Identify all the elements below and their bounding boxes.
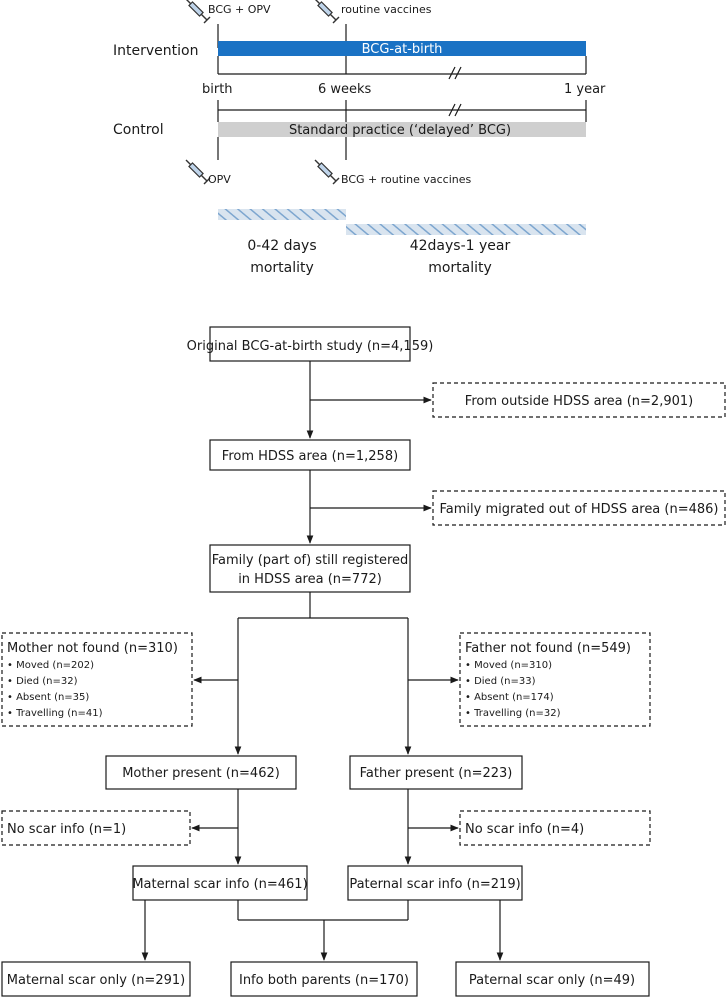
box-no-scar-mother bbox=[1, 810, 191, 846]
maternal-only-text: Maternal scar only (n=291) bbox=[7, 973, 185, 988]
box-mother-not-found bbox=[1, 632, 193, 727]
mother-not-found-item: • Travelling (n=41) bbox=[7, 708, 103, 719]
father-not-found-item: • Died (n=33) bbox=[465, 676, 536, 687]
father-not-found-item: • Absent (n=174) bbox=[465, 692, 554, 703]
syringe-icon bbox=[314, 159, 340, 185]
vaccines-bottom-left: OPV bbox=[208, 173, 231, 186]
box-outside-hdss bbox=[432, 382, 726, 418]
from-hdss-text: From HDSS area (n=1,258) bbox=[222, 449, 398, 464]
both-parents-text: Info both parents (n=170) bbox=[239, 973, 409, 988]
period-0-42-bar bbox=[218, 209, 346, 220]
mother-present-text: Mother present (n=462) bbox=[122, 766, 280, 781]
outside-hdss-text: From outside HDSS area (n=2,901) bbox=[465, 394, 693, 409]
control-bar-label: Standard practice (‘delayed’ BCG) bbox=[289, 123, 511, 138]
registered-line2: in HDSS area (n=772) bbox=[238, 572, 382, 587]
control-label: Control bbox=[113, 122, 164, 138]
period2-line1: 42days-1 year bbox=[410, 238, 511, 254]
timeline-section: BCG + OPV routine vaccines Intervention … bbox=[113, 0, 606, 276]
father-not-found-title: Father not found (n=549) bbox=[465, 641, 631, 656]
original-text: Original BCG-at-birth study (n=4,159) bbox=[187, 339, 434, 354]
paternal-scar-text: Paternal scar info (n=219) bbox=[349, 877, 520, 892]
vaccines-bottom-right: BCG + routine vaccines bbox=[341, 173, 471, 186]
flowchart-section bbox=[1, 326, 726, 997]
mother-not-found-item: • Absent (n=35) bbox=[7, 692, 89, 703]
father-present-text: Father present (n=223) bbox=[360, 766, 513, 781]
mother-not-found-item: • Moved (n=202) bbox=[7, 660, 94, 671]
tick-birth: birth bbox=[202, 82, 233, 97]
intervention-label: Intervention bbox=[113, 43, 198, 59]
period1-line1: 0-42 days bbox=[247, 238, 316, 254]
flowchart-text: Original BCG-at-birth study (n=4,159) Fr… bbox=[7, 339, 719, 988]
intervention-bar-label: BCG-at-birth bbox=[362, 42, 443, 57]
box-migrated bbox=[432, 490, 726, 526]
period-42-365-bar bbox=[346, 224, 586, 235]
father-not-found-item: • Moved (n=310) bbox=[465, 660, 552, 671]
box-paternal-scar bbox=[347, 865, 523, 901]
box-from-hdss bbox=[209, 439, 411, 471]
period1-line2: mortality bbox=[250, 260, 314, 276]
box-maternal-scar bbox=[132, 865, 308, 901]
period2-line2: mortality bbox=[428, 260, 492, 276]
registered-line1: Family (part of) still registered bbox=[212, 553, 409, 568]
box-registered bbox=[209, 544, 411, 593]
control-bar bbox=[218, 122, 586, 137]
maternal-scar-text: Maternal scar info (n=461) bbox=[132, 877, 307, 892]
tick-1year: 1 year bbox=[564, 82, 606, 97]
syringe-icon bbox=[314, 0, 340, 24]
mother-not-found-title: Mother not found (n=310) bbox=[7, 641, 178, 656]
tick-6weeks: 6 weeks bbox=[318, 82, 372, 97]
vaccines-top-left: BCG + OPV bbox=[208, 3, 271, 16]
syringe-icon bbox=[185, 159, 211, 185]
no-scar-mother-text: No scar info (n=1) bbox=[7, 822, 126, 837]
intervention-bar bbox=[218, 41, 586, 56]
migrated-text: Family migrated out of HDSS area (n=486) bbox=[440, 502, 719, 517]
box-paternal-only bbox=[455, 961, 650, 997]
box-mother-present bbox=[105, 755, 297, 790]
father-not-found-item: • Travelling (n=32) bbox=[465, 708, 561, 719]
vaccines-top-right: routine vaccines bbox=[341, 3, 432, 16]
mother-not-found-item: • Died (n=32) bbox=[7, 676, 78, 687]
box-both-parents bbox=[230, 961, 418, 997]
box-father-not-found bbox=[459, 632, 651, 727]
box-father-present bbox=[349, 755, 523, 790]
box-maternal-only bbox=[1, 961, 191, 997]
no-scar-father-text: No scar info (n=4) bbox=[465, 822, 584, 837]
syringe-icon bbox=[185, 0, 211, 24]
paternal-only-text: Paternal scar only (n=49) bbox=[469, 973, 635, 988]
box-no-scar-father bbox=[459, 810, 651, 846]
